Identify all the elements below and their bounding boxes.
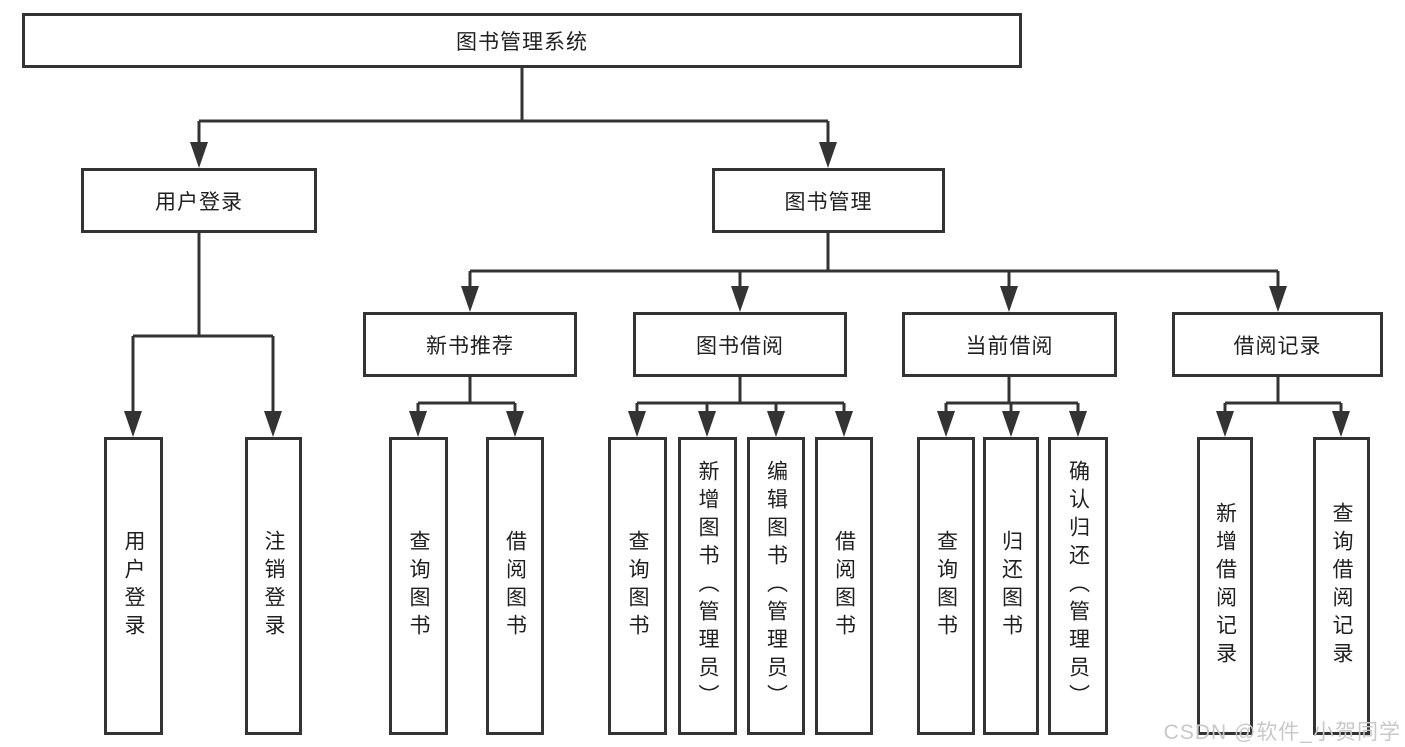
node-book-management: 图书管理 xyxy=(712,168,945,233)
node-label: 借阅图书 xyxy=(832,530,856,642)
node-new-book-recommend: 新书推荐 xyxy=(363,312,577,377)
node-label: 用户登录 xyxy=(122,530,145,642)
node-label: 编辑图书（管理员） xyxy=(764,460,788,712)
node-book-borrow: 图书借阅 xyxy=(633,312,847,377)
leaf-add-borrow-record: 新增借阅记录 xyxy=(1197,437,1253,735)
node-label: 查询借阅记录 xyxy=(1330,502,1353,670)
node-label: 确认归还（管理员） xyxy=(1066,460,1090,712)
leaf-edit-books-admin: 编辑图书（管理员） xyxy=(747,437,805,735)
node-label: 查询图书 xyxy=(934,530,958,642)
node-label: 当前借阅 xyxy=(965,334,1054,358)
node-label: 图书管理 xyxy=(784,190,873,214)
node-borrow-records: 借阅记录 xyxy=(1172,312,1383,377)
node-root: 图书管理系统 xyxy=(22,13,1022,68)
node-current-borrow: 当前借阅 xyxy=(902,312,1117,377)
node-label: 查询图书 xyxy=(407,530,430,642)
node-label: 图书管理系统 xyxy=(456,30,588,54)
leaf-add-books-admin: 新增图书（管理员） xyxy=(678,437,737,735)
leaf-borrow-books-recommend: 借阅图书 xyxy=(486,437,544,735)
node-label: 查询图书 xyxy=(626,530,649,642)
leaf-return-books: 归还图书 xyxy=(983,437,1039,735)
node-label: 借阅图书 xyxy=(503,530,527,642)
node-label: 新增图书（管理员） xyxy=(696,460,719,712)
node-user-login: 用户登录 xyxy=(81,168,317,233)
leaf-query-books-recommend: 查询图书 xyxy=(389,437,448,735)
leaf-query-borrow-record: 查询借阅记录 xyxy=(1313,437,1370,735)
watermark: CSDN @软件_小贺同学 xyxy=(1163,721,1401,744)
node-label: 新书推荐 xyxy=(426,334,514,358)
node-label: 借阅记录 xyxy=(1233,334,1322,358)
leaf-query-books-borrow: 查询图书 xyxy=(608,437,667,735)
leaf-confirm-return-admin: 确认归还（管理员） xyxy=(1048,437,1108,735)
node-label: 注销登录 xyxy=(262,530,285,642)
node-label: 用户登录 xyxy=(155,190,243,214)
node-label: 新增借阅记录 xyxy=(1213,502,1237,670)
leaf-logout: 注销登录 xyxy=(245,437,302,735)
leaf-borrow-books: 借阅图书 xyxy=(815,437,873,735)
leaf-query-books-current: 查询图书 xyxy=(917,437,975,735)
leaf-user-login: 用户登录 xyxy=(104,437,163,735)
node-label: 归还图书 xyxy=(999,530,1023,642)
node-label: 图书借阅 xyxy=(696,334,784,358)
